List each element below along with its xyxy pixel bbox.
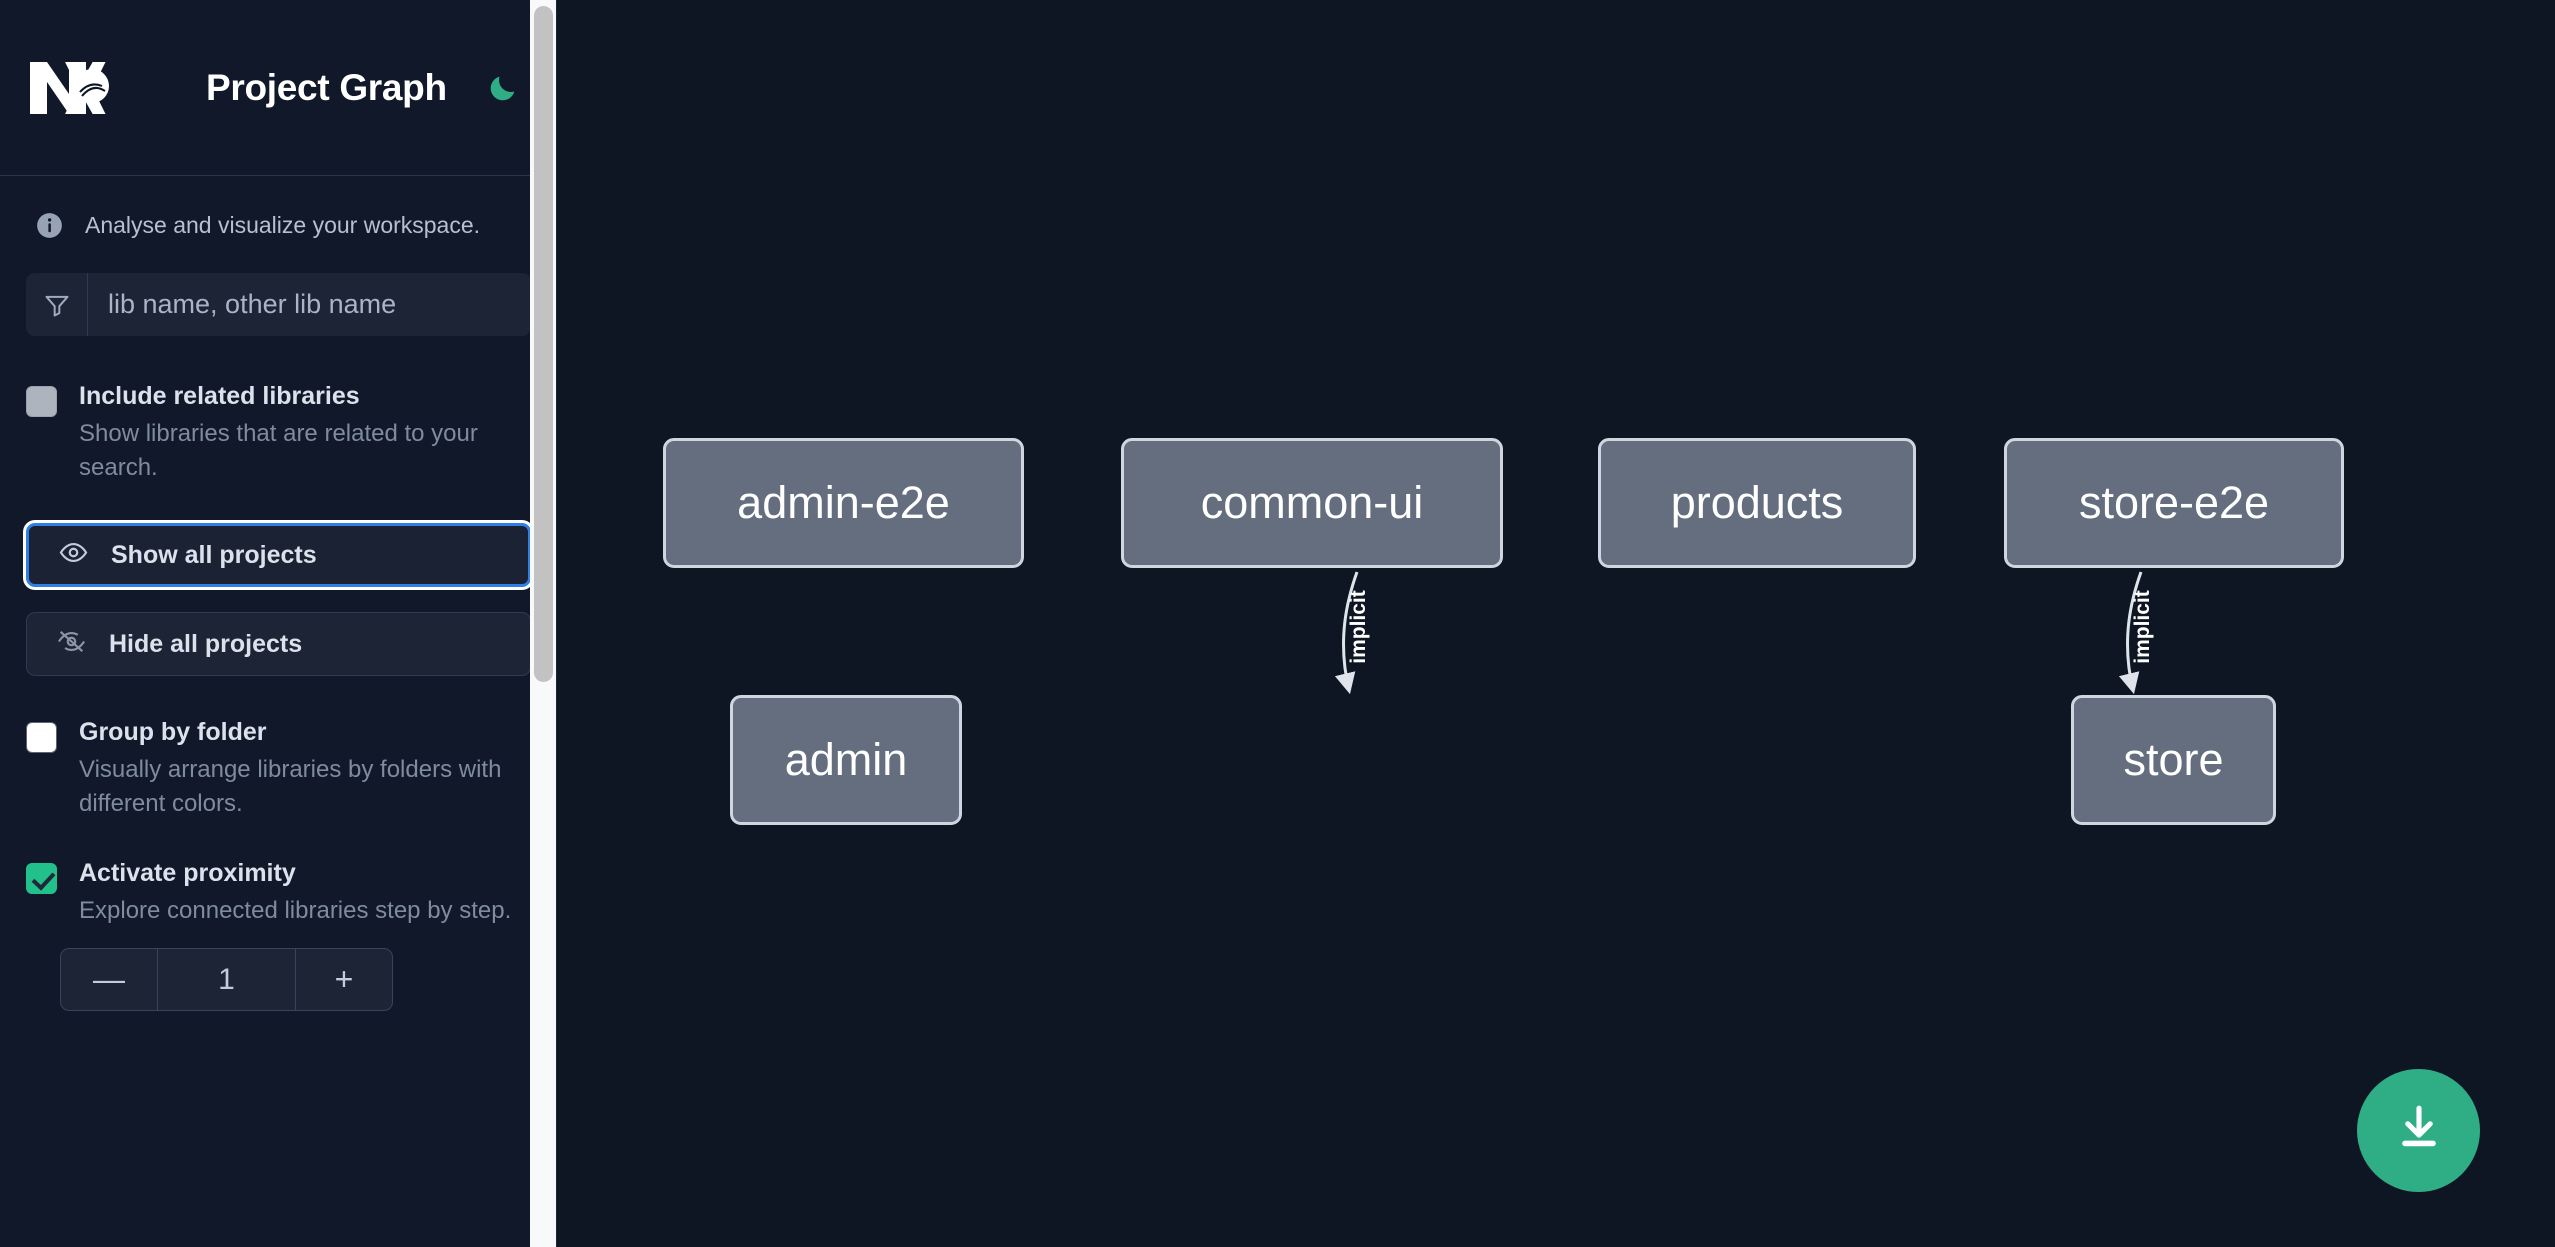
edge-label-implicit-admin: implicit bbox=[1346, 590, 1370, 664]
graph-node-products[interactable]: products bbox=[1598, 438, 1916, 568]
graph-node-common-ui[interactable]: common-ui bbox=[1121, 438, 1503, 568]
checkbox-include-related-libraries[interactable] bbox=[26, 386, 57, 417]
graph-canvas[interactable]: implicit implicit admin-e2e common-ui pr… bbox=[557, 0, 2555, 1247]
edge-label-implicit-store: implicit bbox=[2130, 590, 2154, 664]
option-group-by-folder[interactable]: Group by folder Visually arrange librari… bbox=[26, 716, 531, 821]
edge-store-e2e-to-store bbox=[2118, 571, 2143, 695]
sidebar-content: Include related libraries Show libraries… bbox=[0, 273, 557, 1012]
eye-off-icon bbox=[57, 627, 86, 661]
graph-node-admin-e2e[interactable]: admin-e2e bbox=[663, 438, 1024, 568]
nx-logo-icon bbox=[26, 56, 126, 120]
stepper-decrement-button[interactable]: — bbox=[61, 949, 158, 1011]
show-all-projects-button[interactable]: Show all projects bbox=[26, 523, 531, 588]
sidebar-scroll-area: Project Graph Analyse and visua bbox=[0, 0, 557, 1247]
hide-all-projects-button[interactable]: Hide all projects bbox=[26, 612, 531, 677]
search-input[interactable] bbox=[88, 273, 531, 336]
filter-field[interactable] bbox=[26, 273, 531, 336]
sidebar: Project Graph Analyse and visua bbox=[0, 0, 558, 1247]
graph-edges bbox=[1334, 571, 2143, 695]
hide-all-projects-label: Hide all projects bbox=[109, 629, 303, 658]
stepper-value: 1 bbox=[218, 962, 235, 996]
show-all-projects-label: Show all projects bbox=[111, 540, 317, 569]
sidebar-scrollbar-thumb[interactable] bbox=[534, 6, 553, 682]
graph-node-store[interactable]: store bbox=[2071, 695, 2276, 825]
stepper-increment-button[interactable]: + bbox=[295, 949, 392, 1011]
download-icon bbox=[2391, 1100, 2447, 1161]
graph-node-store-e2e[interactable]: store-e2e bbox=[2004, 438, 2344, 568]
sidebar-header: Project Graph bbox=[0, 0, 557, 175]
funnel-icon bbox=[26, 273, 88, 336]
sidebar-scrollbar[interactable] bbox=[530, 0, 557, 1247]
option-description: Visually arrange libraries by folders wi… bbox=[79, 756, 502, 818]
info-icon bbox=[36, 212, 63, 239]
option-label: Group by folder bbox=[79, 718, 267, 747]
page-title: Project Graph bbox=[206, 66, 447, 108]
download-graph-button[interactable] bbox=[2357, 1069, 2480, 1192]
option-description: Explore connected libraries step by step… bbox=[79, 897, 512, 925]
moon-icon[interactable] bbox=[483, 68, 523, 108]
visibility-buttons: Show all projects Hide all projects bbox=[26, 523, 531, 677]
edge-admin-e2e-to-admin bbox=[1334, 571, 1359, 695]
checkbox-group-by-folder[interactable] bbox=[26, 722, 57, 754]
proximity-stepper: — 1 + bbox=[60, 948, 393, 1012]
option-include-related-libraries[interactable]: Include related libraries Show libraries… bbox=[26, 380, 531, 485]
option-description: Show libraries that are related to your … bbox=[79, 420, 478, 482]
workspace-note: Analyse and visualize your workspace. bbox=[0, 176, 557, 273]
header-divider bbox=[0, 175, 557, 176]
workspace-note-text: Analyse and visualize your workspace. bbox=[85, 212, 481, 238]
graph-node-admin[interactable]: admin bbox=[730, 695, 962, 825]
option-label: Include related libraries bbox=[79, 382, 360, 410]
checkbox-activate-proximity[interactable] bbox=[26, 863, 57, 895]
option-label: Activate proximity bbox=[79, 859, 296, 888]
eye-icon bbox=[59, 538, 88, 572]
option-activate-proximity[interactable]: Activate proximity Explore connected lib… bbox=[26, 857, 531, 928]
